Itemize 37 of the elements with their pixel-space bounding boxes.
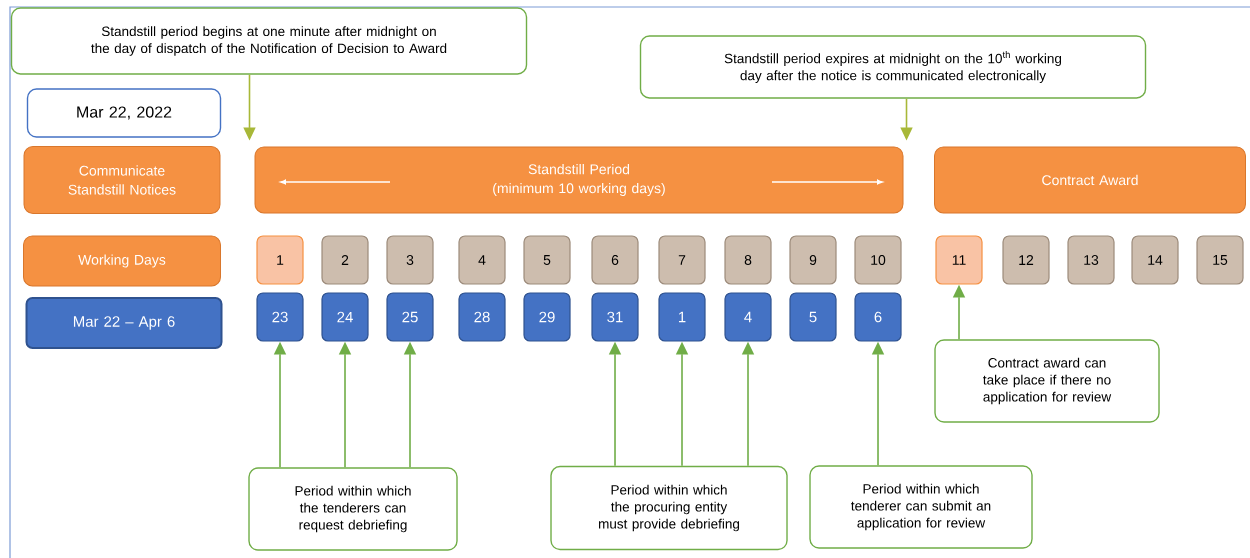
callout-box: Standstill period begins at one minute after midnight on the day of dispatch of the Notification of Decision to Award <box>10 7 528 75</box>
row-header: Working Days <box>23 235 221 287</box>
day-box: 3 <box>386 235 434 285</box>
callout-box: Period within which tenderer can submit an application for review <box>809 465 1033 549</box>
day-box: 1 <box>256 235 304 285</box>
day-box: 12 <box>1002 235 1050 285</box>
day-box: 8 <box>724 235 772 285</box>
day-box: 11 <box>935 235 983 285</box>
date-box: 6 <box>854 292 902 342</box>
date-box: 29 <box>523 292 571 342</box>
date-box: Mar 22, 2022 <box>26 88 222 138</box>
date-box: 24 <box>321 292 369 342</box>
callout-box: Contract award can take place if there no application for review <box>934 339 1160 423</box>
date-box: 28 <box>458 292 506 342</box>
period-band: Standstill Period (minimum 10 working days) <box>254 146 904 214</box>
day-box: 5 <box>523 235 571 285</box>
day-box: 10 <box>854 235 902 285</box>
callout-box: Period within which the tenderers can request debriefing <box>248 467 458 551</box>
row-header: Mar 22 – Apr 6 <box>25 297 223 349</box>
day-box: 7 <box>658 235 706 285</box>
step-box: Communicate Standstill Notices <box>23 146 221 214</box>
date-box: 5 <box>789 292 837 342</box>
date-box: 23 <box>256 292 304 342</box>
day-box: 2 <box>321 235 369 285</box>
day-box: 14 <box>1131 235 1179 285</box>
date-box: 4 <box>724 292 772 342</box>
date-box: 25 <box>386 292 434 342</box>
day-box: 6 <box>591 235 639 285</box>
date-box: 31 <box>591 292 639 342</box>
day-box: 9 <box>789 235 837 285</box>
day-box: 4 <box>458 235 506 285</box>
day-box: 15 <box>1196 235 1244 285</box>
callout-box: Period within which the procuring entity must provide debriefing <box>550 465 788 551</box>
callout-box: Standstill period expires at midnight on the 10$^{th}$ working day after the notice is communicated electronically <box>639 35 1147 99</box>
day-box: 13 <box>1067 235 1115 285</box>
date-box: 1 <box>658 292 706 342</box>
step-box: Contract Award <box>934 146 1246 214</box>
